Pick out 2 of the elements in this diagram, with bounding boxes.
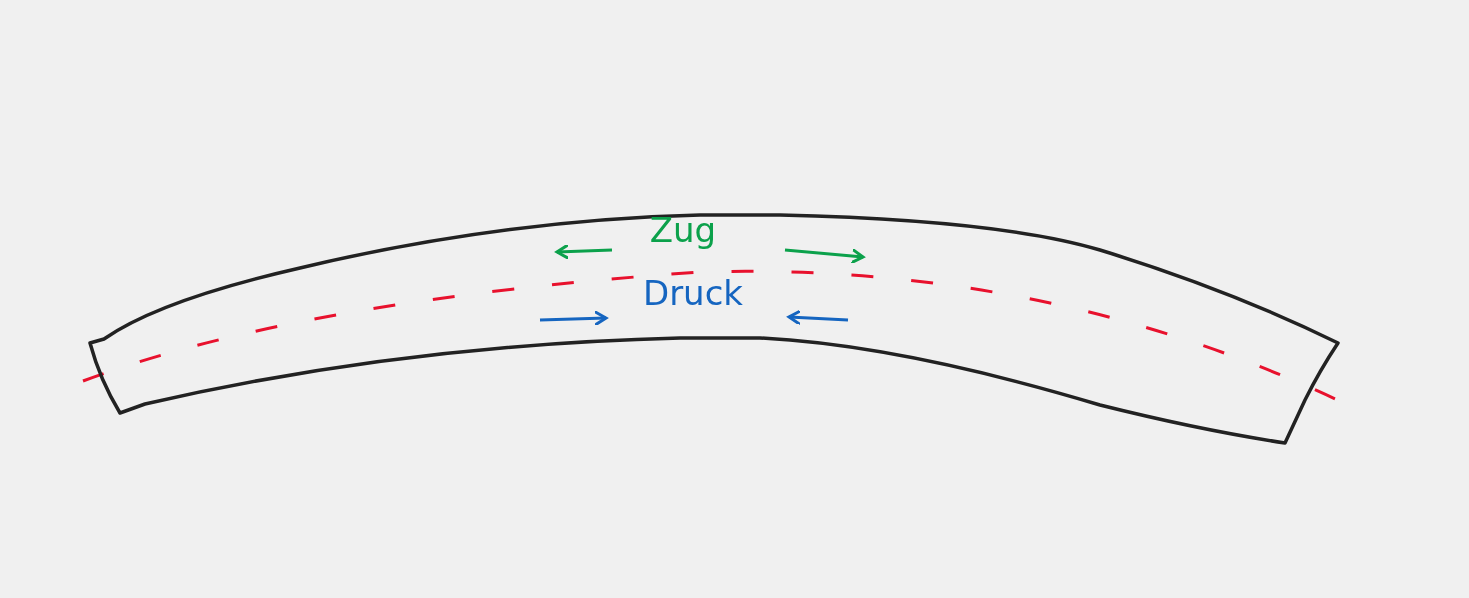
tension-label: Zug: [649, 210, 717, 250]
compression-label: Druck: [642, 273, 744, 313]
